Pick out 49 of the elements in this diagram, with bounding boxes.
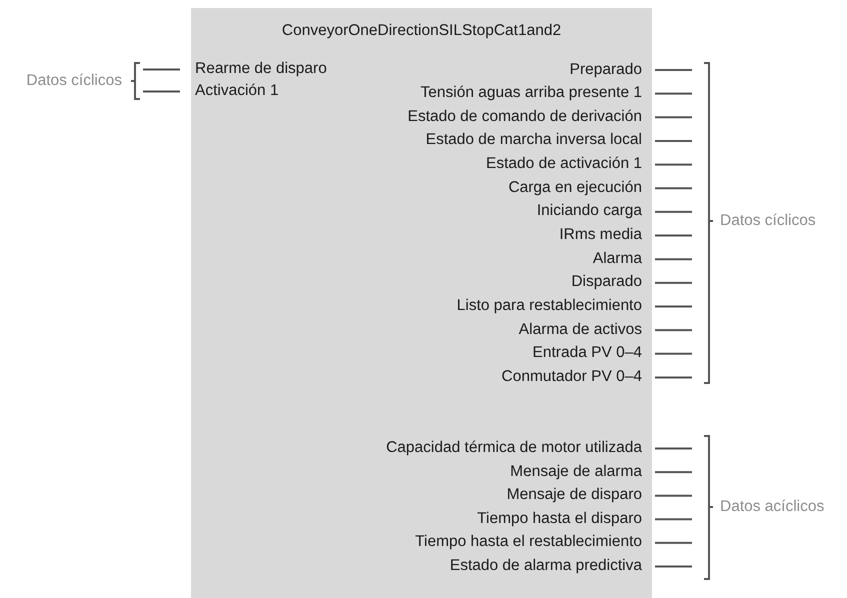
output-signal-label: Alarma — [592, 250, 642, 268]
signal-line — [655, 352, 692, 355]
output-signal-label: Mensaje de alarma — [510, 462, 642, 481]
signal-line — [655, 542, 692, 544]
output-signal-label: IRms media — [559, 226, 642, 244]
output-signal-label: Tiempo hasta el restablecimiento — [415, 533, 642, 552]
output-signal-label: Entrada PV 0–4 — [532, 344, 642, 362]
signal-line — [655, 140, 692, 142]
output-signal-label: Iniciando carga — [536, 202, 642, 220]
signal-line — [655, 258, 692, 260]
signal-line — [655, 69, 692, 71]
signal-line — [655, 376, 692, 378]
signal-line — [655, 448, 692, 450]
output-signal-label: Preparado — [570, 60, 642, 78]
signal-line — [655, 234, 692, 237]
output-signal-label: Carga en ejecución — [508, 178, 642, 197]
signal-line — [655, 210, 692, 213]
output-signal-label: Alarma de activos — [518, 320, 642, 339]
signal-line — [655, 566, 692, 568]
output-signal-label: Mensaje de disparo — [506, 486, 642, 504]
signal-line — [655, 187, 692, 190]
group-label: Datos acíclicos — [720, 498, 824, 516]
signal-line — [655, 306, 692, 308]
signal-line — [655, 329, 692, 332]
block-title: ConveyorOneDirectionSILStopCat1and2 — [282, 22, 562, 39]
output-signal-label: Capacidad térmica de motor utilizada — [386, 439, 642, 457]
group-label: Datos cíclicos — [720, 212, 816, 230]
output-signal-label: Conmutador PV 0–4 — [502, 368, 642, 386]
signal-line — [655, 92, 692, 95]
signal-line — [655, 164, 692, 166]
signal-line — [143, 90, 180, 92]
signal-line — [655, 494, 692, 497]
signal-line — [143, 68, 180, 70]
signal-line — [655, 471, 692, 474]
output-signal-label: Estado de marcha inversa local — [426, 131, 642, 150]
output-signal-label: Tensión aguas arriba presente 1 — [420, 84, 642, 102]
output-signal-label: Estado de alarma predictiva — [450, 557, 642, 575]
group-label: Datos cíclicos — [26, 72, 122, 90]
function-block — [191, 8, 652, 598]
signal-line — [655, 282, 692, 284]
output-signal-label: Estado de comando de derivación — [408, 108, 642, 126]
output-signal-label: Listo para restablecimiento — [456, 297, 642, 315]
output-signal-label: Disparado — [571, 273, 642, 292]
input-signal-label: Rearme de disparo — [195, 60, 327, 78]
output-signal-label: Estado de activación 1 — [486, 155, 642, 174]
input-signal-label: Activación 1 — [195, 82, 279, 100]
signal-line — [655, 518, 692, 520]
signal-line — [655, 116, 692, 118]
output-signal-label: Tiempo hasta el disparo — [477, 510, 642, 528]
